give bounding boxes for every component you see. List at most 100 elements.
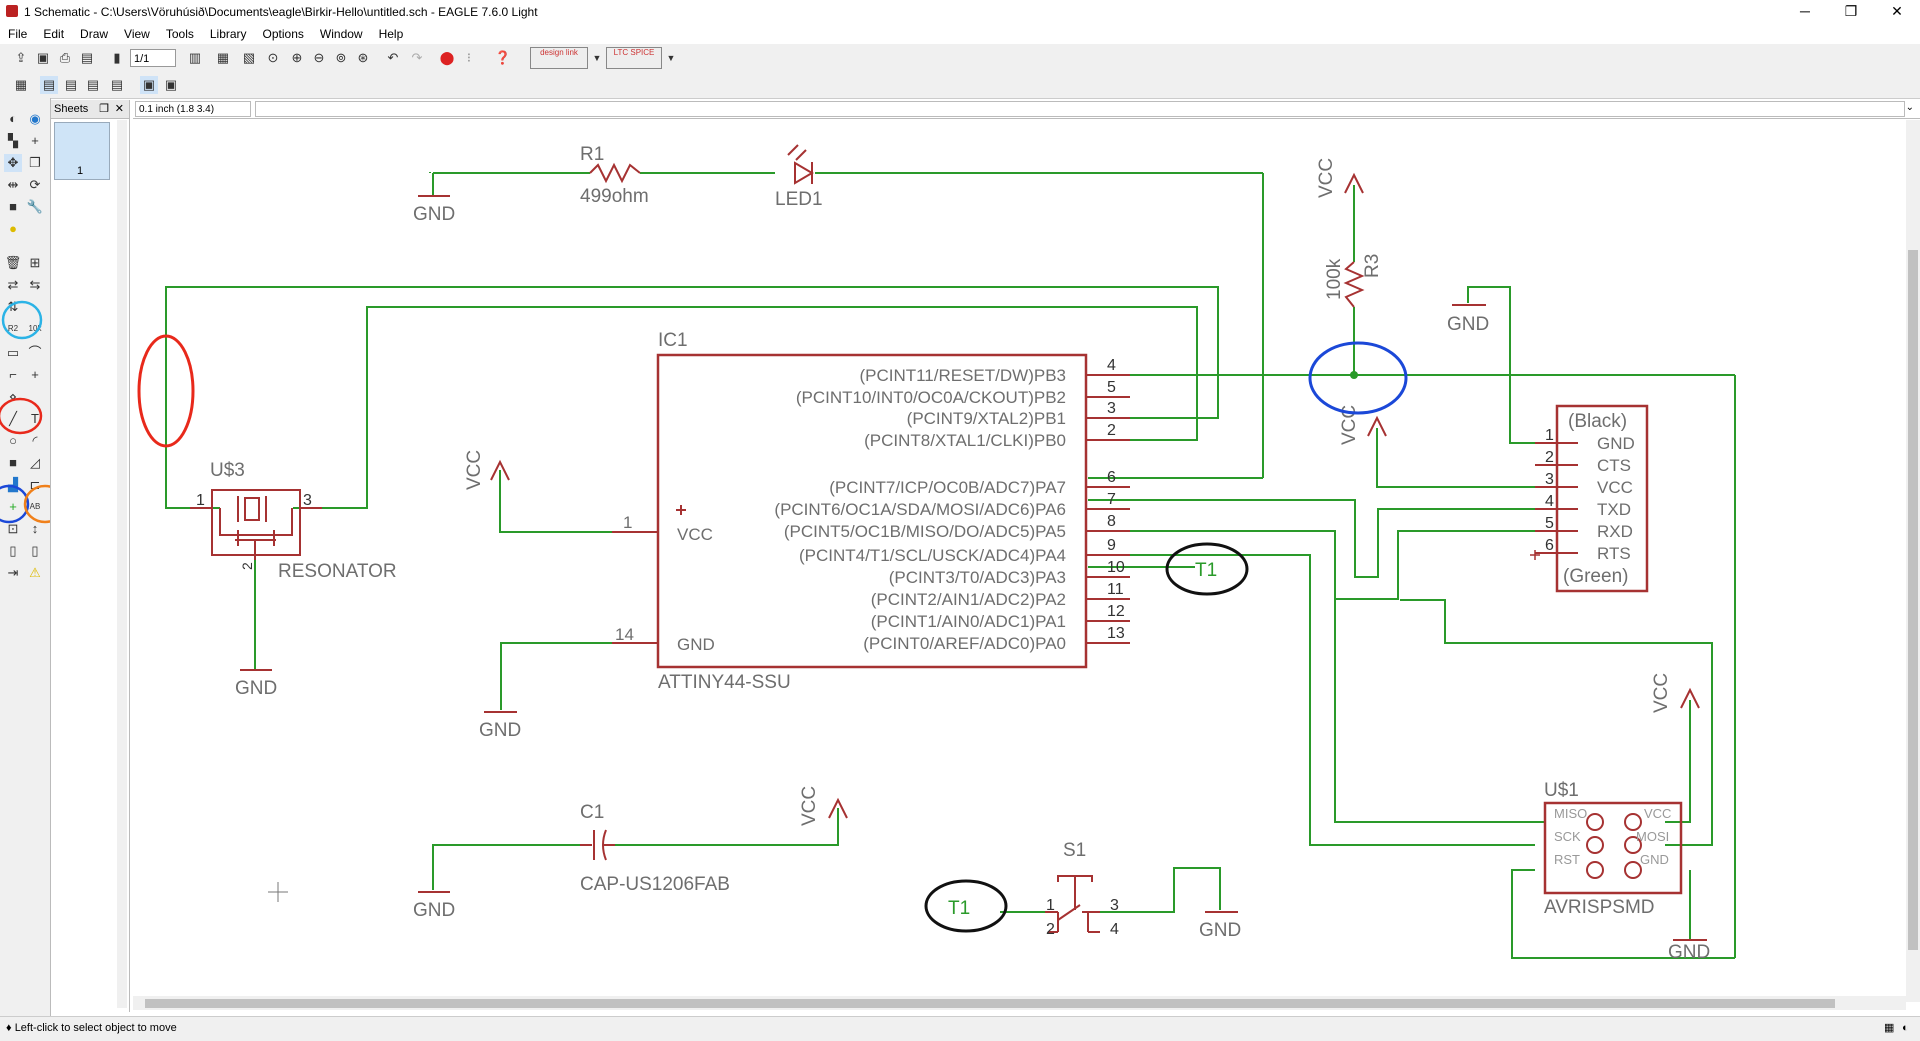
help-icon[interactable]: ❓ [494, 50, 512, 65]
add-icon[interactable]: ⊞ [29, 255, 41, 270]
circle-icon[interactable]: ○ [9, 433, 17, 448]
split-icon[interactable]: ⌐ [9, 367, 17, 382]
stop-icon[interactable]: ⬤ [439, 50, 455, 65]
sheet-icon[interactable]: ▮ [113, 50, 121, 65]
mark-icon[interactable]: + [31, 133, 39, 148]
display-icon[interactable]: ▣ [140, 76, 158, 94]
scrollbar-thumb[interactable] [1908, 250, 1918, 950]
horizontal-scrollbar[interactable] [133, 996, 1906, 1010]
maximize-button[interactable]: ❐ [1844, 3, 1858, 19]
scrollbar-thumb[interactable] [145, 999, 1835, 1008]
invoke-icon[interactable]: + [31, 367, 39, 382]
zoom-fit-icon[interactable]: ⊙ [267, 50, 279, 65]
rect-icon[interactable]: ■ [9, 455, 17, 470]
redo-icon[interactable]: ↷ [411, 50, 423, 65]
sheets-scrollbar[interactable] [117, 120, 127, 1008]
move-icon[interactable]: ✥ [4, 154, 22, 172]
layer-view-icon[interactable]: ▤ [86, 77, 100, 92]
menu-options[interactable]: Options [262, 27, 304, 41]
undo-icon[interactable]: ↶ [387, 50, 399, 65]
dimension-icon[interactable]: ↕ [31, 521, 39, 536]
menu-library[interactable]: Library [209, 27, 247, 41]
script-icon[interactable]: ▥ [188, 50, 202, 65]
text-icon[interactable]: T [31, 411, 39, 426]
sheet-select[interactable]: 1/1 [130, 49, 176, 67]
attribute-icon[interactable]: ⊡ [7, 521, 19, 536]
minimize-button[interactable]: ─ [1800, 3, 1810, 19]
menu-edit[interactable]: Edit [43, 27, 65, 41]
save-icon[interactable]: ▣ [36, 50, 50, 65]
print-icon[interactable]: ⎙ [59, 50, 71, 65]
label-icon[interactable]: AB [29, 502, 41, 511]
group-icon[interactable]: ■ [9, 199, 17, 214]
erc-icon[interactable]: ⇥ [7, 565, 19, 580]
bus-icon[interactable]: ▟ [8, 477, 18, 492]
display-layers-icon[interactable]: ▚ [8, 133, 18, 148]
led-led1[interactable] [787, 144, 814, 185]
polygon-icon[interactable]: ◿ [30, 455, 40, 470]
replace-icon[interactable]: ⇆ [29, 277, 41, 292]
copy-icon[interactable]: ❐ [29, 155, 41, 170]
open-icon[interactable]: ⇪ [15, 50, 27, 65]
name-icon[interactable]: R2 [7, 324, 19, 333]
menu-view[interactable]: View [124, 27, 150, 41]
designlink-button[interactable]: design link [530, 47, 588, 69]
display-icon[interactable]: ▣ [164, 77, 178, 92]
close-button[interactable]: ✕ [1891, 3, 1903, 19]
float-icon[interactable]: ❐ [99, 103, 109, 115]
ic1-body[interactable] [656, 353, 1088, 669]
menu-tools[interactable]: Tools [165, 27, 194, 41]
delete-icon[interactable]: 🗑 [4, 255, 22, 270]
ulp-icon[interactable]: ▧ [242, 50, 256, 65]
junction-icon[interactable]: + [9, 499, 17, 514]
switch-s1[interactable] [1045, 875, 1100, 933]
capacitor-c1[interactable] [580, 829, 615, 861]
arc-icon[interactable]: ◜ [32, 433, 38, 448]
cam-icon[interactable]: ▤ [80, 50, 94, 65]
resistor-r1[interactable] [589, 162, 641, 184]
rotate-icon[interactable]: ⟳ [29, 177, 41, 192]
menu-help[interactable]: Help [378, 27, 404, 41]
menu-window[interactable]: Window [319, 27, 363, 41]
command-input[interactable] [255, 101, 1905, 117]
ltspice-button[interactable]: LTC SPICE [606, 47, 662, 69]
smash-icon[interactable]: ▭ [6, 345, 20, 360]
layer-view-icon[interactable]: ▤ [40, 76, 58, 94]
vertical-scrollbar[interactable] [1906, 120, 1920, 1002]
sheet-thumbnail[interactable] [54, 122, 110, 180]
value-icon[interactable]: 10k [28, 324, 42, 333]
wire-icon[interactable]: ╱ [9, 411, 17, 426]
zoom-out-icon[interactable]: ⊖ [313, 50, 325, 65]
module-icon[interactable]: ▯ [31, 543, 39, 558]
zoom-redraw-icon[interactable]: ⊚ [335, 50, 347, 65]
pinswap-icon[interactable]: ⇄ [7, 277, 19, 292]
optimize-icon[interactable]: ⋄ [8, 389, 18, 404]
schematic-drawing[interactable]: R1 499ohm LED1 GND GND GND GND GND GND G… [133, 120, 1911, 1002]
menu-file[interactable]: File [8, 27, 28, 41]
frame-icon[interactable]: ▯ [9, 543, 17, 558]
menu-draw[interactable]: Draw [80, 27, 109, 41]
warning-icon[interactable]: ⚠ [29, 565, 41, 580]
resistor-r3[interactable] [1343, 261, 1365, 308]
show-icon[interactable]: ◉ [29, 111, 41, 126]
info-icon[interactable]: ◐ [9, 111, 17, 126]
net-icon[interactable]: ⊏ [29, 477, 41, 492]
isp-header-u1[interactable] [1543, 801, 1683, 895]
grid-status-icon[interactable]: ▦ [1884, 1022, 1895, 1034]
zoom-select-icon[interactable]: ⊛ [357, 50, 369, 65]
layer-view-icon[interactable]: ▤ [110, 77, 124, 92]
schematic-canvas[interactable]: R1 499ohm LED1 GND GND GND GND GND GND G… [133, 120, 1911, 1002]
layer-view-icon[interactable]: ▤ [64, 77, 78, 92]
ftdi-header[interactable] [1555, 404, 1649, 593]
close-icon[interactable]: ✕ [114, 103, 124, 115]
gateswap-icon[interactable]: ⇅ [7, 299, 19, 314]
paste-icon[interactable]: ● [9, 221, 17, 236]
go-icon[interactable]: ⁝ [466, 50, 472, 65]
zoom-in-icon[interactable]: ⊕ [291, 50, 303, 65]
chevron-down-icon[interactable]: ⌄ [1905, 102, 1914, 113]
chevron-down-icon[interactable]: ▼ [666, 53, 676, 63]
grid-icon[interactable]: ▦ [14, 77, 28, 92]
stop-status-icon[interactable]: ◐ [1902, 1022, 1909, 1034]
board-icon[interactable]: ▦ [216, 50, 230, 65]
miter-icon[interactable]: ⌒ [28, 345, 42, 360]
